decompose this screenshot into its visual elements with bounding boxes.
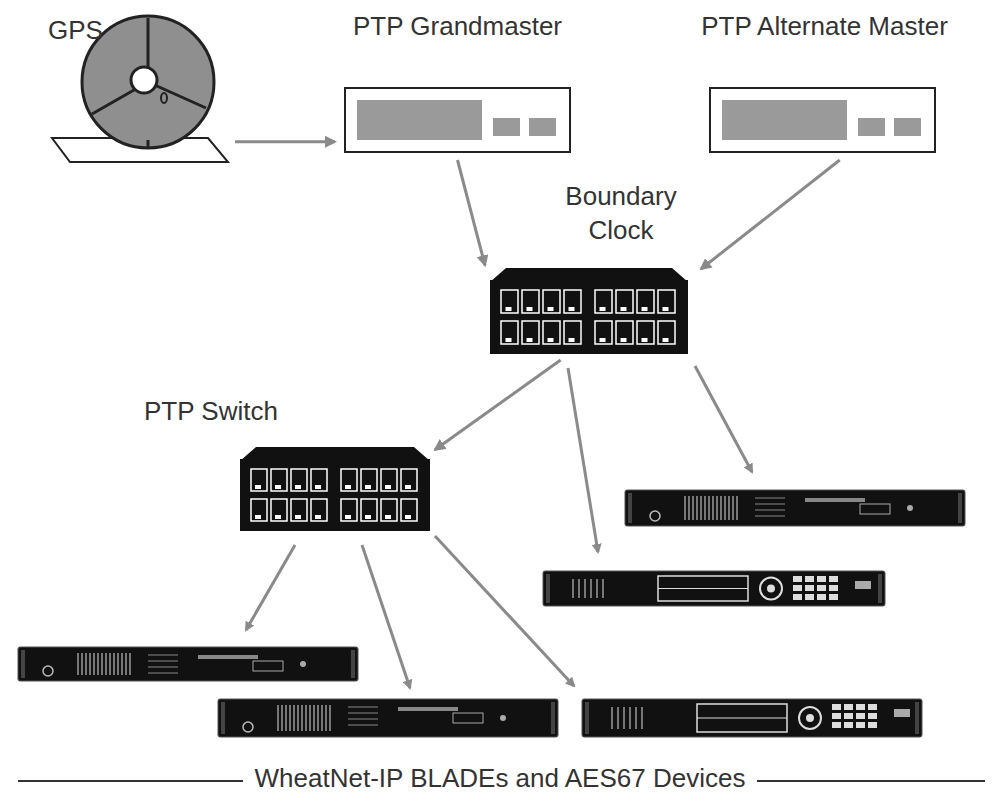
device-arrow bbox=[568, 368, 598, 552]
device-arrow bbox=[695, 366, 752, 472]
node-label: PTP Alternate Master bbox=[701, 10, 948, 44]
node-label-wrap: PTP Alternate Master bbox=[672, 8, 977, 44]
sync-arrow bbox=[458, 160, 486, 265]
clock-node: Boundary Clock bbox=[485, 178, 701, 360]
footer-row: WheatNet-IP BLADEs and AES67 Devices bbox=[0, 763, 1000, 794]
device-arrow bbox=[435, 536, 574, 686]
sync-arrow bbox=[435, 360, 561, 450]
device-arrow bbox=[362, 545, 410, 688]
node-label-wrap: GPS bbox=[48, 10, 128, 48]
rack-device bbox=[582, 699, 922, 737]
footer-caption: WheatNet-IP BLADEs and AES67 Devices bbox=[243, 763, 758, 794]
rack-device bbox=[218, 699, 558, 737]
rack-device bbox=[625, 490, 965, 526]
clock-node: PTP Grandmaster bbox=[335, 8, 580, 160]
device-arrow bbox=[246, 545, 295, 630]
node-label-wrap: PTP Grandmaster bbox=[335, 8, 580, 44]
node-label: GPS bbox=[48, 14, 103, 48]
device-group bbox=[18, 490, 965, 737]
node-label: PTP Grandmaster bbox=[353, 10, 562, 44]
sync-arrow bbox=[701, 160, 840, 269]
node-label: Boundary Clock bbox=[543, 180, 699, 248]
clock-node: PTP Switch bbox=[140, 393, 435, 535]
node-label: PTP Switch bbox=[144, 395, 278, 429]
rack-device bbox=[18, 647, 358, 681]
node-label-wrap: PTP Switch bbox=[144, 393, 364, 429]
sync-arrow bbox=[235, 140, 335, 143]
node-label-wrap: Boundary Clock bbox=[543, 178, 699, 248]
clock-node: GPS bbox=[40, 10, 235, 165]
rack-device bbox=[543, 571, 885, 606]
clock-node: PTP Alternate Master bbox=[672, 8, 977, 160]
